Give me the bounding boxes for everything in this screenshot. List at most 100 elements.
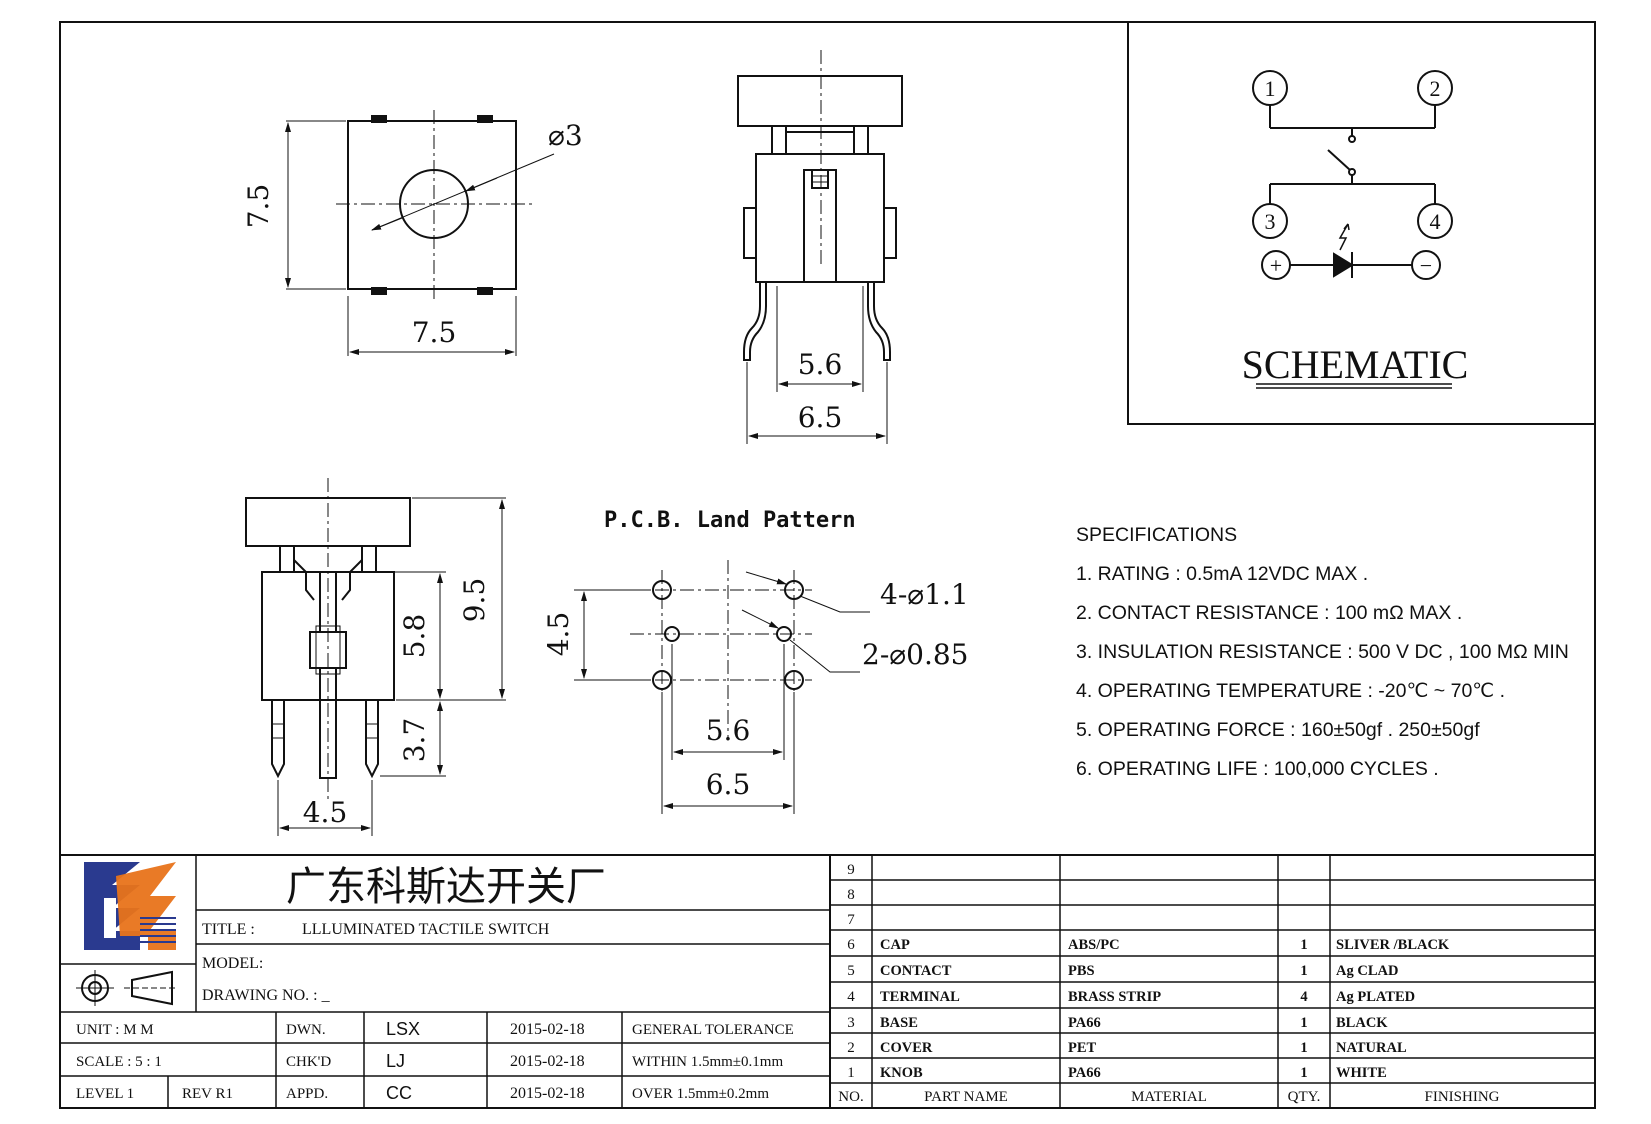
bom-cell-no: 5 (847, 963, 855, 979)
bom-cell-qty: 1 (1300, 1015, 1307, 1031)
title-value: LLLUMINATED TACTILE SWITCH (302, 921, 550, 938)
bom-cell-qty: 1 (1300, 937, 1307, 953)
bom-cell-material: BRASS STRIP (1068, 989, 1161, 1005)
spec-item: 1. RATING : 0.5mA 12VDC MAX . (1076, 563, 1368, 585)
bom-cell-part: BASE (880, 1015, 918, 1031)
specifications: SPECIFICATIONS 1. RATING : 0.5mA 12VDC M… (1076, 524, 1569, 780)
bom-header-no: NO. (838, 1089, 863, 1105)
bom-cell-finishing: BLACK (1336, 1015, 1388, 1031)
bom-cell-material: PBS (1068, 963, 1095, 979)
company-logo (84, 862, 176, 950)
appd-name: CC (386, 1083, 412, 1103)
sheet-border (59, 21, 1596, 1109)
appd-date: 2015-02-18 (510, 1085, 585, 1102)
schematic-diagram (1252, 70, 1453, 280)
bom-cell-finishing: Ag CLAD (1336, 963, 1398, 979)
bom-cell-finishing: NATURAL (1336, 1040, 1407, 1056)
bom-cell-qty: 1 (1300, 1040, 1307, 1056)
top-view (285, 110, 555, 356)
pcb-inner-dim: 5.6 (706, 714, 751, 747)
bom-cell-part: CONTACT (880, 963, 952, 979)
bom-header-finishing: FINISHING (1425, 1089, 1500, 1105)
projection-symbol-icon (76, 970, 178, 1006)
bom-cell-qty: 4 (1300, 989, 1307, 1005)
bom-header-qty: QTY. (1288, 1089, 1321, 1105)
bom-cell-part: COVER (880, 1040, 933, 1056)
pcb-small-hole-dim: 2-⌀0.85 (862, 638, 968, 671)
spec-item: 3. INSULATION RESISTANCE : 500 V DC , 10… (1076, 641, 1569, 663)
spec-item: 4. OPERATING TEMPERATURE : -20℃ ~ 70℃ . (1076, 680, 1505, 702)
chkd-label: CHK'D (286, 1054, 331, 1070)
bom-cell-material: PA66 (1068, 1015, 1101, 1031)
pcb-hole (784, 580, 804, 600)
appd-label: APPD. (286, 1086, 328, 1102)
title-block-grid (60, 854, 1595, 1108)
side-view (737, 50, 903, 444)
tolerance-over: OVER 1.5mm±0.2mm (632, 1086, 769, 1102)
pcb-hole (652, 670, 672, 690)
bom-cell-no: 6 (847, 937, 855, 953)
bom-cell-no: 4 (847, 989, 855, 1005)
chkd-date: 2015-02-18 (510, 1053, 585, 1070)
bom-cell-no: 1 (847, 1065, 855, 1081)
top-diameter-dim: ⌀3 (548, 119, 583, 152)
side-inner-dim: 5.6 (798, 348, 843, 381)
pcb-outer-dim: 6.5 (706, 768, 751, 801)
schematic-pin-3: 3 (1265, 209, 1276, 234)
pcb-hole-small (664, 626, 680, 642)
spec-item: 5. OPERATING FORCE : 160±50gf . 250±50gf (1076, 719, 1480, 741)
bom-cell-finishing: Ag PLATED (1336, 989, 1415, 1005)
dwn-date: 2015-02-18 (510, 1021, 585, 1038)
top-width-dim: 7.5 (412, 316, 457, 349)
bom-header-material: MATERIAL (1131, 1089, 1207, 1105)
pcb-hole (652, 580, 672, 600)
schematic-box (1127, 21, 1596, 425)
side-outer-dim: 6.5 (798, 401, 843, 434)
bom-cell-qty: 1 (1300, 963, 1307, 979)
spec-item: 6. OPERATING LIFE : 100,000 CYCLES . (1076, 758, 1439, 780)
title-label: TITLE : (202, 921, 255, 938)
bom-cell-no: 2 (847, 1040, 855, 1056)
scale-cell: SCALE : 5 : 1 (76, 1054, 162, 1070)
dwn-name: LSX (386, 1019, 420, 1039)
schematic-pin-1: 1 (1265, 76, 1276, 101)
bom-cell-material: PET (1068, 1040, 1097, 1056)
bom-cell-no: 8 (847, 887, 855, 903)
front-pin-length-dim: 3.7 (398, 718, 431, 763)
model-label: MODEL: (202, 955, 263, 972)
bom-cell-part: KNOB (880, 1065, 923, 1081)
pcb-hole (784, 670, 804, 690)
chkd-name: LJ (386, 1051, 405, 1071)
schematic-pin-4: 4 (1430, 209, 1441, 234)
schematic-plus: + (1270, 253, 1282, 278)
top-height-dim: 7.5 (242, 184, 275, 229)
bom-cell-no: 3 (847, 1015, 855, 1031)
bom-cell-material: PA66 (1068, 1065, 1101, 1081)
tolerance-within: WITHIN 1.5mm±0.1mm (632, 1054, 783, 1070)
pcb-land-pattern (574, 560, 870, 814)
pcb-title: P.C.B. Land Pattern (604, 508, 856, 533)
bom-cell-part: TERMINAL (880, 989, 960, 1005)
bom-cell-finishing: WHITE (1336, 1065, 1387, 1081)
bom-cell-no: 7 (847, 912, 855, 928)
schematic-pin-2: 2 (1430, 76, 1441, 101)
company-name: 广东科斯达开关厂 (286, 864, 606, 910)
bom-cell-finishing: SLIVER /BLACK (1336, 937, 1450, 953)
bom-cell-material: ABS/PC (1068, 937, 1120, 953)
front-view (245, 478, 506, 836)
dwn-label: DWN. (286, 1022, 326, 1038)
pcb-vertical-dim: 4.5 (542, 612, 575, 657)
unit-cell: UNIT : M M (76, 1022, 154, 1038)
front-total-height-dim: 9.5 (458, 578, 491, 623)
level-cell: LEVEL 1 (76, 1086, 134, 1102)
schematic-title: SCHEMATIC (1242, 342, 1469, 387)
bom-cell-no: 9 (847, 862, 855, 878)
spec-heading: SPECIFICATIONS (1076, 524, 1237, 546)
bom-cell-qty: 1 (1300, 1065, 1307, 1081)
bom-cell-part: CAP (880, 937, 910, 953)
front-pin-pitch-dim: 4.5 (303, 796, 348, 829)
spec-item: 2. CONTACT RESISTANCE : 100 mΩ MAX . (1076, 602, 1462, 624)
front-body-height-dim: 5.8 (398, 614, 431, 659)
pcb-hole-small (776, 626, 792, 642)
